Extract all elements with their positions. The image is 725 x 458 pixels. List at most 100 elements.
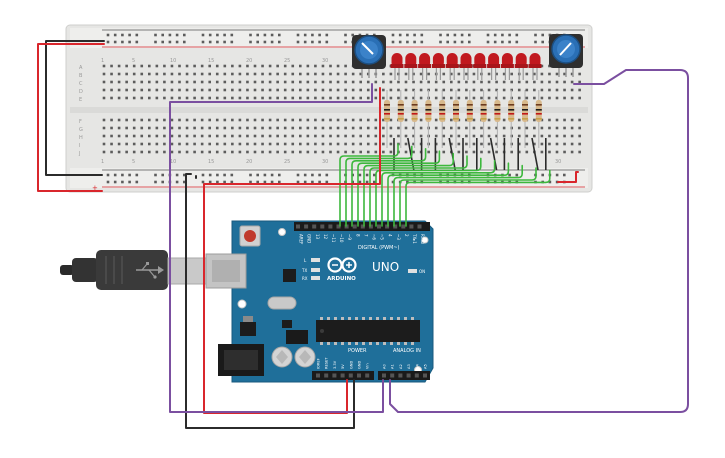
rail-hole[interactable] [486, 33, 490, 37]
breadboard-hole[interactable] [344, 64, 347, 68]
breadboard-hole[interactable] [276, 96, 279, 100]
rail-hole[interactable] [406, 180, 409, 184]
breadboard-hole[interactable] [148, 80, 151, 84]
wire-red-5v[interactable] [203, 87, 381, 414]
breadboard-hole[interactable] [117, 72, 121, 76]
breadboard-hole[interactable] [208, 88, 211, 92]
breadboard-hole[interactable] [419, 134, 423, 138]
breadboard-hole[interactable] [291, 150, 295, 154]
breadboard-hole[interactable] [472, 134, 476, 138]
breadboard-hole[interactable] [170, 96, 174, 100]
breadboard-hole[interactable] [246, 64, 249, 68]
breadboard-hole[interactable] [261, 64, 264, 68]
breadboard-hole[interactable] [434, 134, 438, 138]
rail-hole[interactable] [230, 173, 234, 177]
breadboard-hole[interactable] [548, 64, 551, 68]
breadboard-hole[interactable] [570, 88, 574, 92]
breadboard-hole[interactable] [382, 118, 385, 122]
rail-hole[interactable] [168, 33, 172, 37]
breadboard-hole[interactable] [495, 150, 498, 154]
breadboard-hole[interactable] [178, 80, 181, 84]
rail-hole[interactable] [398, 40, 402, 44]
breadboard-hole[interactable] [132, 88, 136, 92]
breadboard-hole[interactable] [291, 142, 295, 146]
breadboard-hole[interactable] [125, 96, 128, 100]
rail-hole[interactable] [278, 33, 281, 37]
breadboard-hole[interactable] [321, 88, 325, 92]
breadboard-hole[interactable] [299, 88, 302, 92]
breadboard-hole[interactable] [336, 134, 340, 138]
rail-hole[interactable] [325, 40, 329, 44]
breadboard-hole[interactable] [215, 126, 219, 130]
breadboard-hole[interactable] [283, 96, 287, 100]
breadboard-hole[interactable] [253, 150, 257, 154]
breadboard-hole[interactable] [155, 126, 159, 130]
breadboard-hole[interactable] [215, 142, 219, 146]
breadboard-hole[interactable] [578, 80, 581, 84]
rail-hole[interactable] [303, 173, 307, 177]
analog-pin-socket[interactable] [423, 373, 427, 378]
breadboard-hole[interactable] [132, 126, 136, 130]
breadboard-hole[interactable] [540, 72, 544, 76]
breadboard-hole[interactable] [412, 126, 415, 130]
rail-hole[interactable] [249, 180, 252, 184]
rail-hole[interactable] [161, 33, 164, 37]
breadboard-hole[interactable] [359, 72, 362, 76]
rail-hole[interactable] [216, 173, 219, 177]
breadboard-hole[interactable] [163, 88, 166, 92]
breadboard-hole[interactable] [344, 134, 347, 138]
breadboard-hole[interactable] [208, 150, 211, 154]
rail-hole[interactable] [135, 173, 139, 177]
breadboard-hole[interactable] [268, 96, 272, 100]
breadboard-hole[interactable] [329, 80, 332, 84]
breadboard-hole[interactable] [117, 118, 121, 122]
breadboard-hole[interactable] [148, 134, 151, 138]
wire-green-signal[interactable] [339, 143, 399, 227]
rail-hole[interactable] [365, 173, 369, 177]
breadboard-hole[interactable] [231, 150, 234, 154]
breadboard-hole[interactable] [555, 118, 559, 122]
breadboard-hole[interactable] [163, 142, 166, 146]
breadboard-hole[interactable] [404, 72, 408, 76]
breadboard-hole[interactable] [314, 64, 317, 68]
breadboard-hole[interactable] [495, 88, 498, 92]
breadboard-hole[interactable] [283, 88, 287, 92]
breadboard-hole[interactable] [132, 80, 136, 84]
rail-hole[interactable] [501, 33, 504, 37]
rail-hole[interactable] [113, 40, 117, 44]
breadboard-hole[interactable] [366, 88, 370, 92]
wire-red-right-rail[interactable] [557, 171, 579, 183]
breadboard-hole[interactable] [102, 118, 106, 122]
breadboard-hole[interactable] [419, 96, 423, 100]
breadboard-hole[interactable] [329, 126, 332, 130]
digital-pin-socket[interactable] [368, 224, 373, 229]
breadboard-hole[interactable] [457, 88, 461, 92]
breadboard-hole[interactable] [321, 126, 325, 130]
breadboard-hole[interactable] [465, 72, 468, 76]
breadboard-hole[interactable] [200, 96, 204, 100]
breadboard-hole[interactable] [238, 80, 242, 84]
breadboard-hole[interactable] [283, 64, 287, 68]
breadboard-hole[interactable] [578, 150, 581, 154]
rail-hole[interactable] [154, 33, 157, 37]
breadboard-hole[interactable] [132, 96, 136, 100]
breadboard-hole[interactable] [283, 150, 287, 154]
breadboard-hole[interactable] [268, 142, 272, 146]
breadboard-hole[interactable] [163, 80, 166, 84]
rail-hole[interactable] [256, 180, 259, 184]
breadboard-hole[interactable] [336, 96, 340, 100]
breadboard-hole[interactable] [397, 126, 400, 130]
breadboard-hole[interactable] [223, 88, 227, 92]
breadboard-hole[interactable] [299, 80, 302, 84]
breadboard-hole[interactable] [193, 96, 196, 100]
breadboard-hole[interactable] [548, 126, 551, 130]
breadboard-hole[interactable] [389, 126, 393, 130]
breadboard-hole[interactable] [336, 118, 340, 122]
breadboard-hole[interactable] [382, 150, 385, 154]
breadboard-hole[interactable] [148, 64, 151, 68]
breadboard-hole[interactable] [125, 142, 128, 146]
breadboard-hole[interactable] [261, 150, 264, 154]
breadboard-hole[interactable] [450, 80, 453, 84]
breadboard-hole[interactable] [517, 118, 521, 122]
breadboard-hole[interactable] [155, 72, 159, 76]
